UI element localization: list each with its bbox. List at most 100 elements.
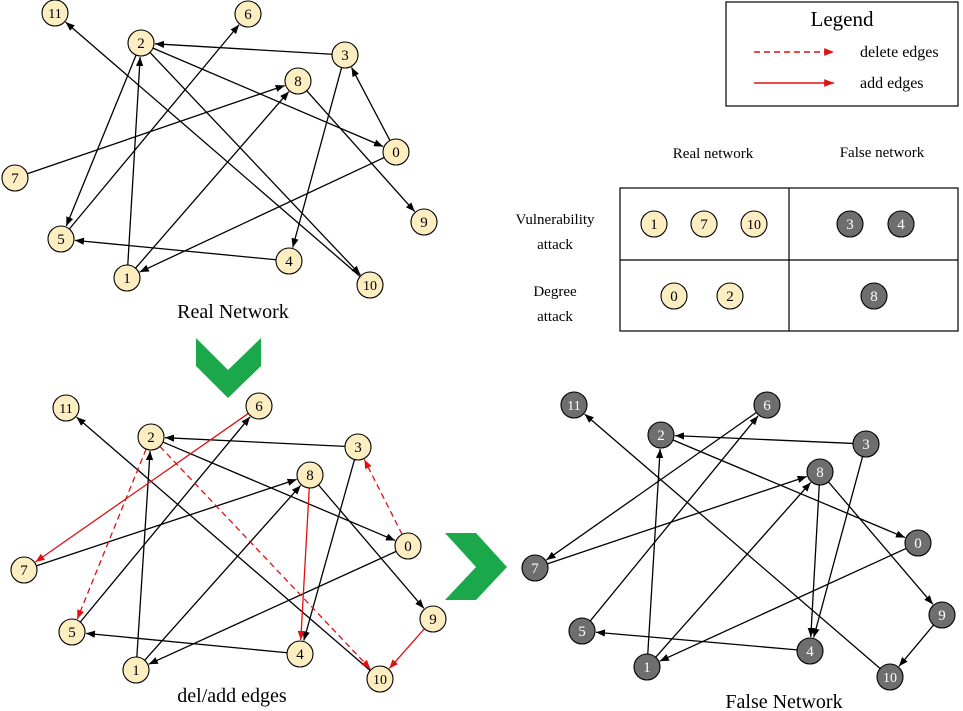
node-label: 8 (870, 289, 878, 305)
edge-8-9 (306, 90, 416, 212)
node-circle (716, 282, 744, 310)
node-label: 7 (11, 171, 19, 187)
node-circle (234, 0, 262, 28)
edge-3-4 (302, 459, 356, 641)
edge-9-10 (898, 624, 935, 667)
node-circle (419, 605, 447, 633)
node-label: 8 (294, 74, 302, 90)
node-circle (394, 532, 422, 560)
legend-title: Legend (811, 7, 874, 31)
node-label: 0 (392, 145, 400, 161)
node-circle (806, 458, 834, 486)
node-circle (284, 67, 312, 95)
node-label: 1 (643, 660, 651, 676)
node-circle (52, 394, 80, 422)
node-label: 5 (578, 624, 586, 640)
node-circle (286, 640, 314, 668)
attack-table: Real network False network Vulnerability… (515, 145, 959, 332)
edge-4-5 (595, 629, 798, 651)
edge-0-3 (350, 67, 391, 141)
edge-7-8 (36, 478, 297, 567)
edge-0-1 (139, 156, 385, 273)
false-node-5: 5 (568, 617, 596, 645)
node-circle (740, 210, 768, 238)
table-node-degree-false-8: 8 (860, 282, 888, 310)
node-label: 0 (914, 536, 922, 552)
edge-1-2 (127, 56, 144, 266)
real-node-0: 0 (382, 138, 410, 166)
edge-3-2 (674, 432, 854, 445)
node-circle (904, 529, 932, 557)
table-node-vuln-real-10: 10 (740, 210, 768, 238)
real-node-3: 3 (331, 41, 359, 69)
edge-2-0 (672, 439, 906, 539)
edge-5-6 (589, 415, 759, 622)
edge-4-5 (85, 630, 288, 654)
added-edge-8-4 (297, 487, 310, 641)
table-node-vuln-false-3: 3 (836, 210, 864, 238)
node-circle (113, 264, 141, 292)
real-node-2: 2 (127, 29, 155, 57)
node-circle (640, 210, 668, 238)
node-circle (41, 0, 69, 27)
real-node-6: 6 (234, 0, 262, 28)
false-node-2: 2 (647, 421, 675, 449)
edge-8-9 (317, 484, 425, 609)
node-circle (344, 433, 372, 461)
edge-10-11 (65, 21, 361, 277)
node-circle (876, 663, 904, 691)
deladd-node-5: 5 (58, 618, 86, 646)
node-label: 10 (747, 218, 761, 233)
added-edge-9-10 (388, 628, 425, 669)
deladd-node-8: 8 (296, 461, 324, 489)
table-col-real: Real network (673, 146, 754, 162)
real-node-11: 11 (41, 0, 69, 27)
node-circle (58, 618, 86, 646)
real-node-7: 7 (1, 164, 29, 192)
node-circle (928, 601, 956, 629)
node-circle (127, 29, 155, 57)
edge-1-2 (647, 448, 664, 655)
node-label: 5 (68, 625, 76, 641)
node-circle (275, 247, 303, 275)
edge-4-5 (74, 237, 277, 261)
node-label: 9 (420, 215, 428, 231)
node-label: 2 (657, 428, 665, 444)
deladd-node-4: 4 (286, 640, 314, 668)
node-circle (356, 271, 384, 299)
node-circle (296, 461, 324, 489)
edge-2-5 (65, 54, 137, 227)
node-circle (1, 164, 29, 192)
edge-7-8 (547, 475, 807, 565)
edge-3-2 (164, 434, 346, 448)
table-node-vuln-real-1: 1 (640, 210, 668, 238)
node-label: 10 (363, 279, 377, 294)
node-label: 0 (404, 539, 412, 555)
real-node-1: 1 (113, 264, 141, 292)
false-node-8: 8 (806, 458, 834, 486)
false-node-9: 9 (928, 601, 956, 629)
table-row-vulnerability-attack: attack (537, 237, 573, 253)
node-circle (836, 210, 864, 238)
edge-1-8 (144, 485, 302, 661)
node-circle (122, 656, 150, 684)
false-node-10: 10 (876, 663, 904, 691)
node-label: 6 (763, 398, 771, 414)
node-circle (245, 392, 273, 420)
edge-6-7 (546, 411, 757, 561)
node-label: 9 (429, 612, 437, 628)
edge-2-0 (152, 47, 384, 148)
node-circle (10, 556, 38, 584)
node-label: 9 (938, 608, 946, 624)
false-node-7: 7 (521, 554, 549, 582)
false-node-11: 11 (560, 391, 588, 419)
deleted-edge-2-10 (159, 445, 371, 670)
node-circle (690, 210, 718, 238)
table-node-vuln-false-4: 4 (887, 210, 915, 238)
node-circle (796, 637, 824, 665)
green-down-arrow-icon (196, 338, 261, 398)
node-circle (660, 282, 688, 310)
edge-1-2 (136, 450, 154, 658)
